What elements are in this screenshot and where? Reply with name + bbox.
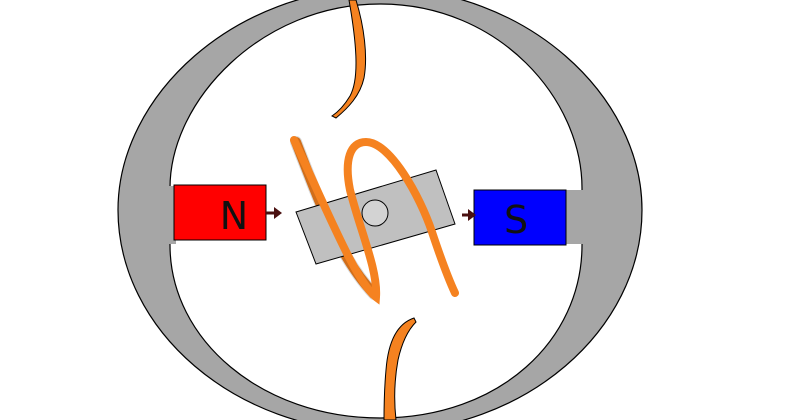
north-pole [173, 184, 267, 241]
south-pole-label: S [504, 198, 528, 242]
stator-ring [117, 0, 643, 420]
field-arrow-right [462, 209, 476, 221]
rotor-axle [361, 199, 389, 227]
coil-front-strand [290, 136, 459, 305]
north-pole-label: N [220, 194, 248, 238]
coil-lead-bottom [383, 317, 417, 420]
right-pole-slot [564, 190, 586, 244]
south-pole [473, 189, 567, 246]
field-arrow-left [266, 207, 282, 219]
left-pole-slot [162, 186, 176, 244]
coil-lead-top [331, 0, 367, 119]
